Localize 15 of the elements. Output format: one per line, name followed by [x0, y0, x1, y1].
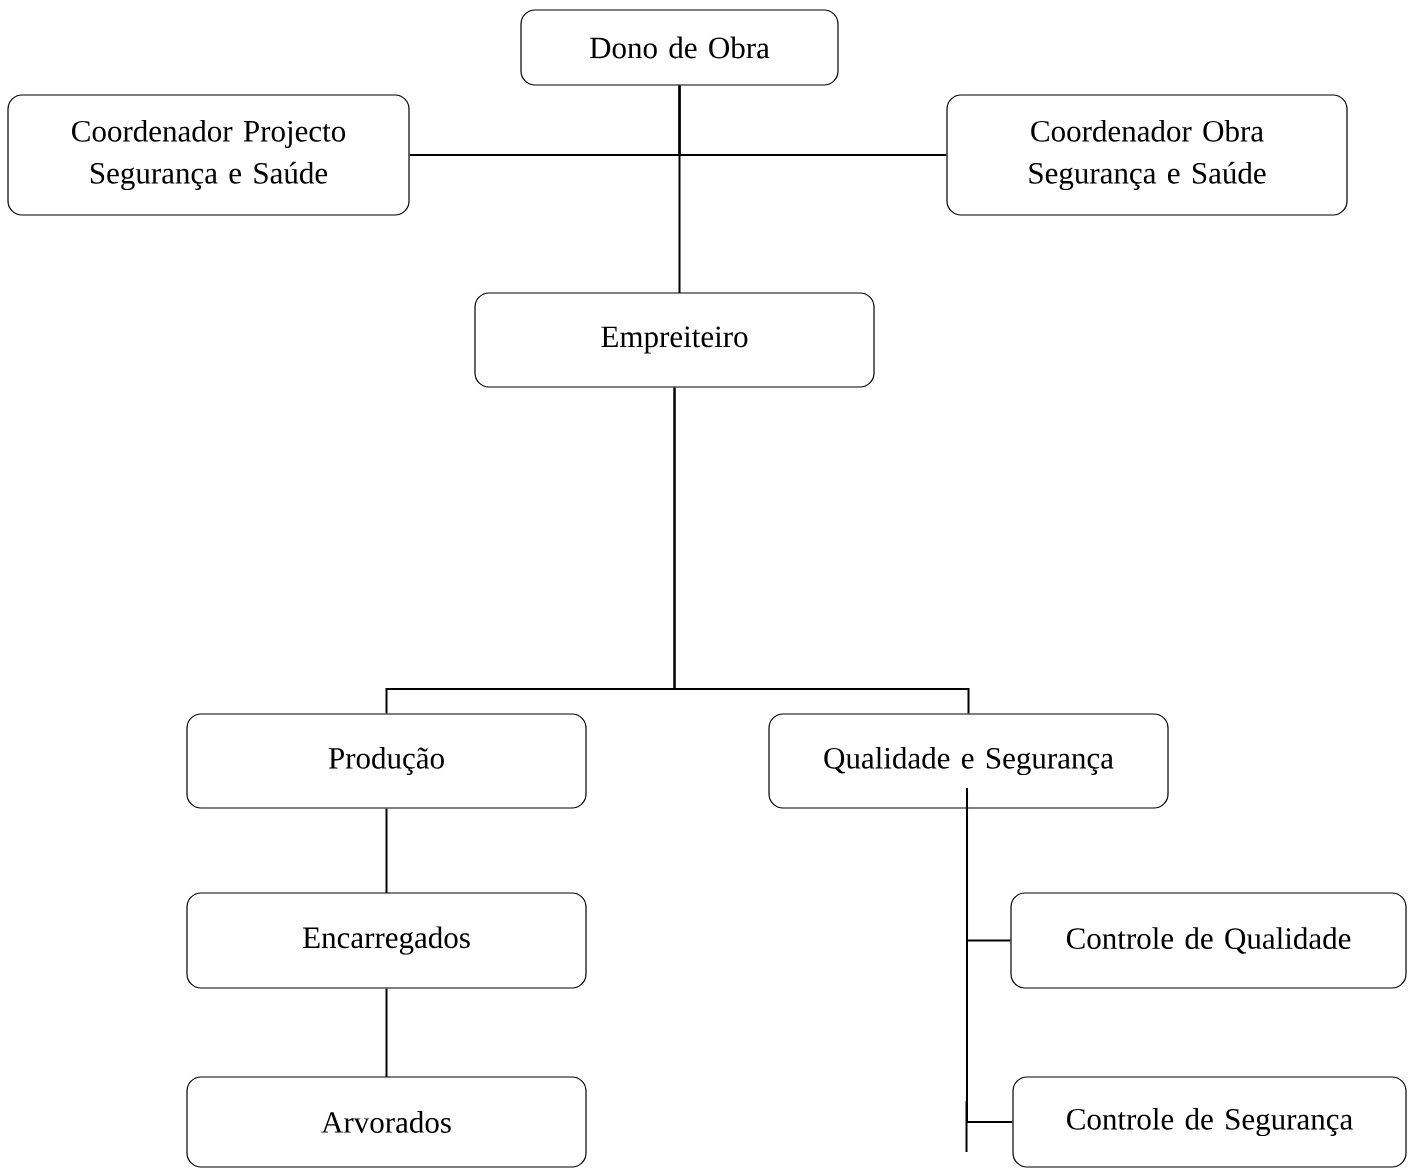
connector-line: [673, 386, 970, 715]
connector-line: [385, 987, 388, 1078]
org-box: Coordenador Projecto Segurança e Saúde: [7, 94, 410, 216]
org-box: Empreiteiro: [474, 292, 875, 388]
org-box: Encarregados: [186, 892, 587, 989]
org-box: Dono de Obra: [520, 9, 839, 86]
connector-line: [678, 84, 681, 294]
connector-line: [966, 787, 1014, 1123]
org-box: Produção: [186, 713, 587, 809]
org-box: Controle de Segurança: [1012, 1076, 1407, 1168]
org-box: Arvorados: [186, 1076, 587, 1168]
connector-line: [385, 807, 388, 894]
org-box: Controle de Qualidade: [1010, 892, 1407, 989]
org-box: Qualidade e Segurança: [768, 713, 1169, 809]
org-box: Coordenador Obra Segurança e Saúde: [946, 94, 1348, 216]
